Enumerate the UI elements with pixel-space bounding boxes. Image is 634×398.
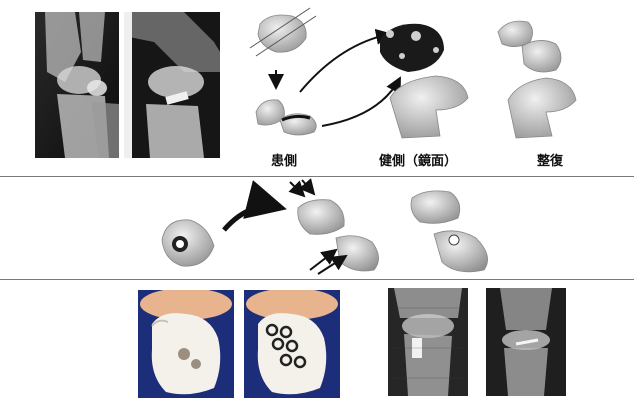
label-affected-side: 患側	[254, 150, 314, 169]
divider-bottom	[0, 279, 634, 280]
printed-model-photo-2	[244, 290, 340, 398]
postop-xray-ap	[388, 288, 468, 396]
preop-xray-ap	[35, 12, 119, 158]
label-reduction: 整復	[520, 150, 580, 169]
postop-xray-lateral	[486, 288, 566, 396]
divider-top	[0, 176, 634, 177]
printed-model-photo-1	[138, 290, 234, 398]
label-healthy-mirrored: 健側（鏡面）	[358, 150, 478, 169]
bone-model-panel-middle	[150, 178, 510, 276]
bone-model-panel-top	[240, 6, 610, 150]
preop-xray-lateral	[124, 12, 220, 158]
